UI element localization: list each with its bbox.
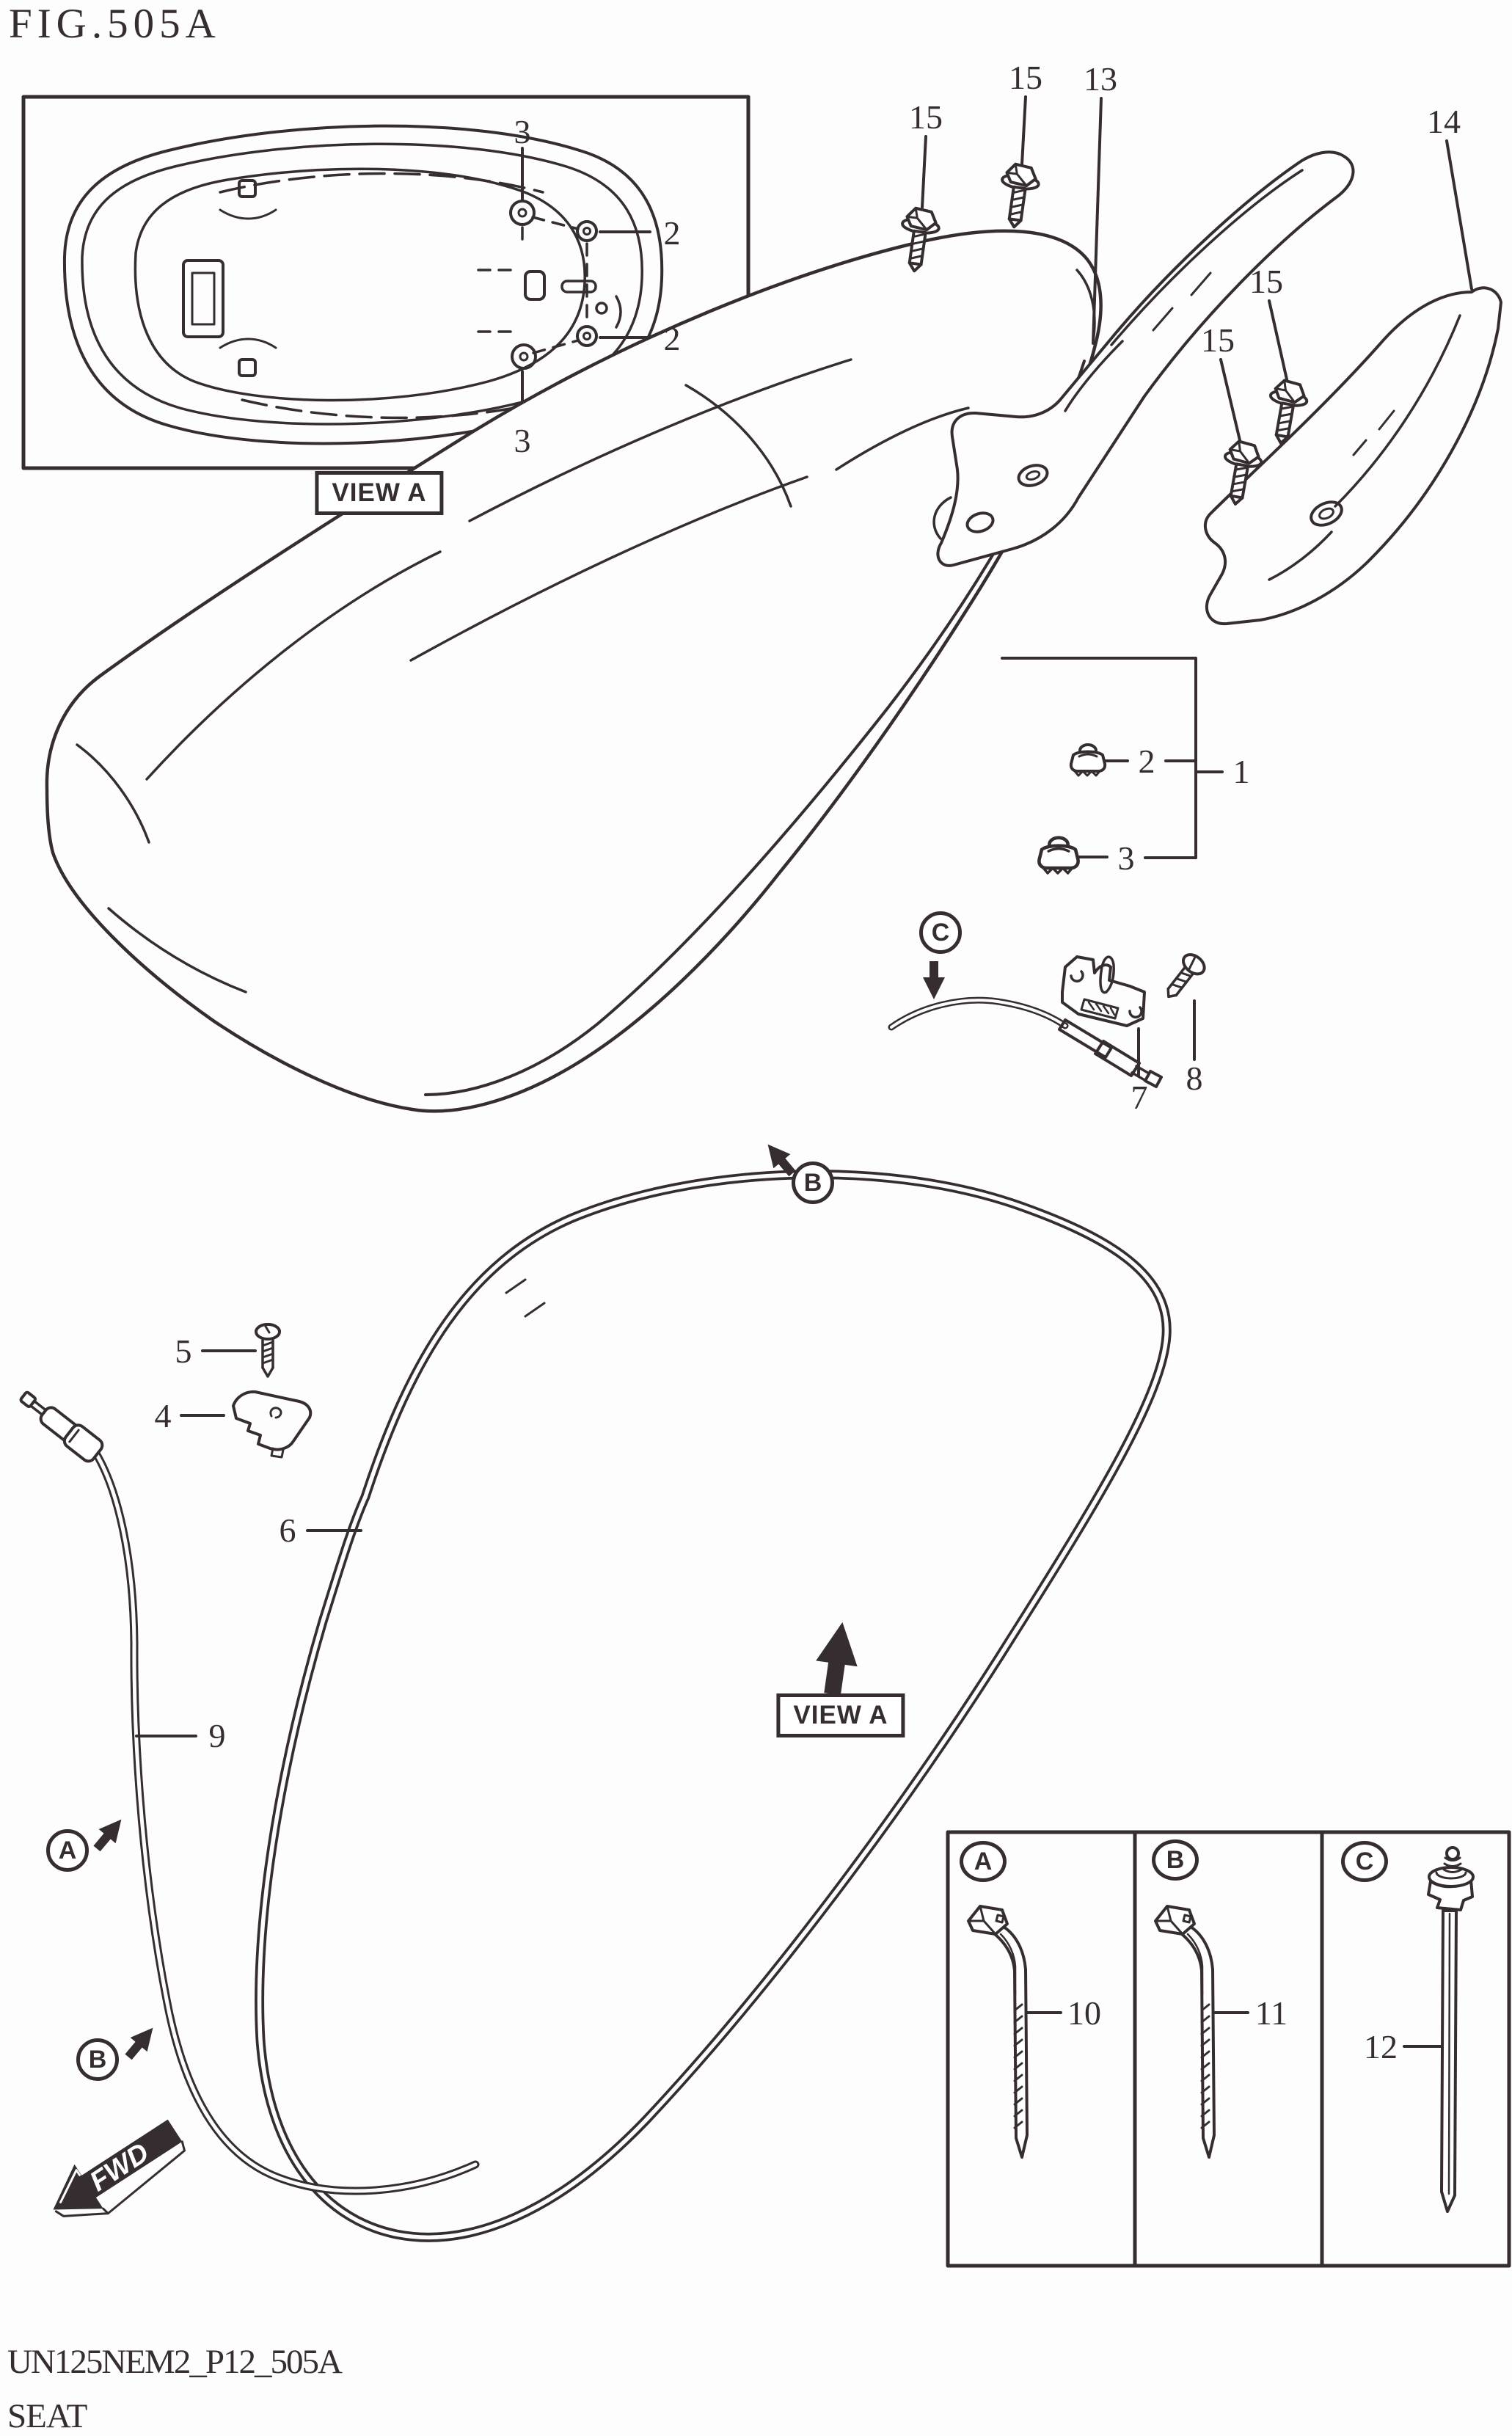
nut-2 <box>1069 743 1107 777</box>
fastener-table <box>946 1830 1511 2268</box>
arrow-view-a-icon <box>811 1619 863 1697</box>
callout-9: 9 <box>208 1717 226 1754</box>
view-a-label-top: VIEW A <box>315 471 444 515</box>
callout-4: 4 <box>154 1397 172 1434</box>
band-10 <box>967 1905 1029 2159</box>
drawing-code: UN125NEM2_P12_505A <box>7 2343 343 2381</box>
group-1-bracket-lines <box>1001 657 1224 859</box>
section-name: SEAT <box>7 2397 87 2435</box>
callout-3-bottom: 3 <box>514 422 531 459</box>
arrow-a-icon <box>87 1810 131 1858</box>
callout-8: 8 <box>1186 1060 1203 1097</box>
table-header-c: C <box>1341 1841 1388 1882</box>
callout-2: 2 <box>1138 743 1155 780</box>
marker-b-left: B <box>76 2038 119 2081</box>
callout-7: 7 <box>1131 1079 1148 1116</box>
seat-gasket <box>255 1170 1172 2242</box>
marker-b-mid: B <box>792 1162 834 1204</box>
seat-hook-bracket-7 <box>1061 955 1146 1027</box>
callout-5: 5 <box>175 1332 192 1370</box>
callout-1: 1 <box>1232 753 1250 790</box>
view-direction-arrows <box>87 960 946 2066</box>
pillion-rail-13 <box>932 150 1355 567</box>
arrow-c-icon <box>921 960 946 1001</box>
callout-13: 13 <box>1084 60 1117 98</box>
screw-5 <box>255 1323 281 1378</box>
screw-8 <box>1166 953 1206 999</box>
callout-6: 6 <box>279 1511 296 1549</box>
seat-assembly <box>45 229 1103 1113</box>
band-12 <box>1427 1846 1475 2213</box>
fwd-arrow: FWD <box>53 2119 186 2217</box>
callout-15-d: 15 <box>1201 321 1235 359</box>
nut-3 <box>1039 838 1078 873</box>
marker-c: C <box>919 911 962 954</box>
marker-a-left: A <box>46 1829 89 1872</box>
seat-lock-cable <box>19 1390 480 2195</box>
callout-2-lower: 2 <box>663 320 681 357</box>
callout-15-b: 15 <box>1009 59 1042 96</box>
figure-title: FIG.505A <box>9 1 221 47</box>
callout-3-top: 3 <box>514 113 531 150</box>
pillion-rail-14 <box>1203 286 1502 626</box>
table-header-b: B <box>1152 1839 1199 1881</box>
callout-15-c: 15 <box>1249 263 1283 300</box>
arrow-b-left-icon <box>118 2019 163 2066</box>
view-a-label-bottom: VIEW A <box>776 1693 905 1737</box>
inset-bolt-holes <box>509 200 598 370</box>
leader-lines <box>135 95 1473 2048</box>
callout-11: 11 <box>1254 1994 1288 2032</box>
callout-12: 12 <box>1364 2028 1398 2065</box>
callout-15-a: 15 <box>909 98 943 136</box>
callout-2-upper: 2 <box>663 214 681 252</box>
callout-3: 3 <box>1117 839 1135 877</box>
cable-end-fitting <box>19 1390 104 1463</box>
callout-14: 14 <box>1427 103 1461 140</box>
callout-10: 10 <box>1067 1994 1101 2032</box>
table-header-a: A <box>960 1841 1007 1882</box>
band-11 <box>1154 1905 1216 2159</box>
plate-4 <box>232 1390 313 1459</box>
inset-leader-lines <box>521 147 651 426</box>
bolt-15-b <box>994 161 1042 231</box>
inset-view-a <box>21 95 750 470</box>
